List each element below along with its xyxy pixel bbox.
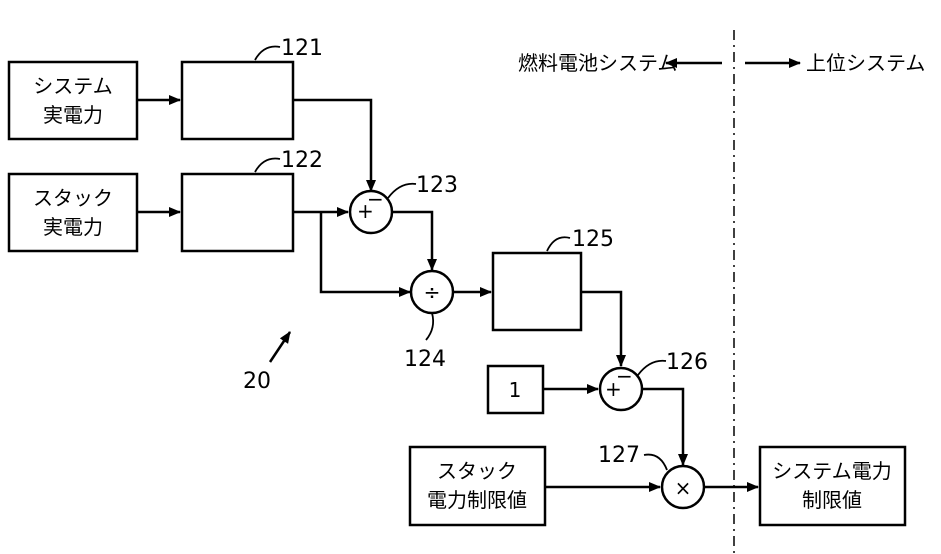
block-121: [180, 60, 295, 141]
block-122: [180, 172, 295, 253]
system-actual-power-line1: システム: [33, 74, 112, 98]
upper-system-label: 上位システム: [806, 51, 925, 75]
stack-actual-power-line2: 実電力: [43, 215, 103, 239]
stack-power-limit-line2: 電力制限値: [427, 488, 527, 512]
junction-123-minus: −: [367, 187, 384, 211]
stack-actual-power-line1: スタック: [33, 186, 113, 210]
ref-125: 125: [572, 227, 614, 252]
leader-121: [254, 45, 281, 61]
leader-126: [637, 359, 667, 376]
junction-126-plus: +: [605, 377, 622, 401]
divider-124-symbol: ÷: [424, 280, 441, 304]
stack-power-limit-line1: スタック: [437, 459, 517, 483]
leader-125: [546, 236, 571, 252]
leader-122: [254, 157, 281, 173]
junction-123-plus: +: [357, 199, 374, 223]
ref-126: 126: [666, 350, 708, 375]
ref-122: 122: [281, 148, 323, 173]
system-actual-power-line2: 実電力: [43, 103, 103, 127]
stack-power-limit-box: [408, 445, 547, 527]
stack-actual-power-box: [7, 172, 139, 253]
fuel-cell-system-label: 燃料電池システム: [518, 51, 677, 75]
wire-121-to-123: [293, 98, 376, 192]
system-power-limit-box: [758, 445, 907, 527]
ref-123: 123: [416, 173, 458, 198]
leader-127: [643, 453, 668, 471]
ref-20-arrow: [268, 331, 292, 363]
block-125: [491, 251, 583, 332]
system-power-limit-line1: システム電力: [772, 459, 891, 483]
wire-123-to-124: [392, 210, 437, 271]
junction-126-minus: −: [616, 364, 633, 388]
wire-122-to-124: [319, 212, 411, 297]
system-power-limit-line2: 制限値: [802, 488, 862, 512]
constant-one-value: 1: [509, 378, 522, 402]
wire-126-to-127: [642, 387, 688, 466]
multiplier-127-symbol: ×: [675, 476, 692, 500]
wire-125-to-126: [581, 290, 626, 367]
leader-124: [425, 312, 435, 341]
ref-121: 121: [281, 36, 323, 61]
constant-one-box: [486, 364, 545, 415]
ref-127: 127: [598, 443, 640, 468]
ref-124: 124: [404, 347, 446, 372]
leader-123: [387, 182, 417, 199]
ref-20: 20: [243, 369, 271, 394]
